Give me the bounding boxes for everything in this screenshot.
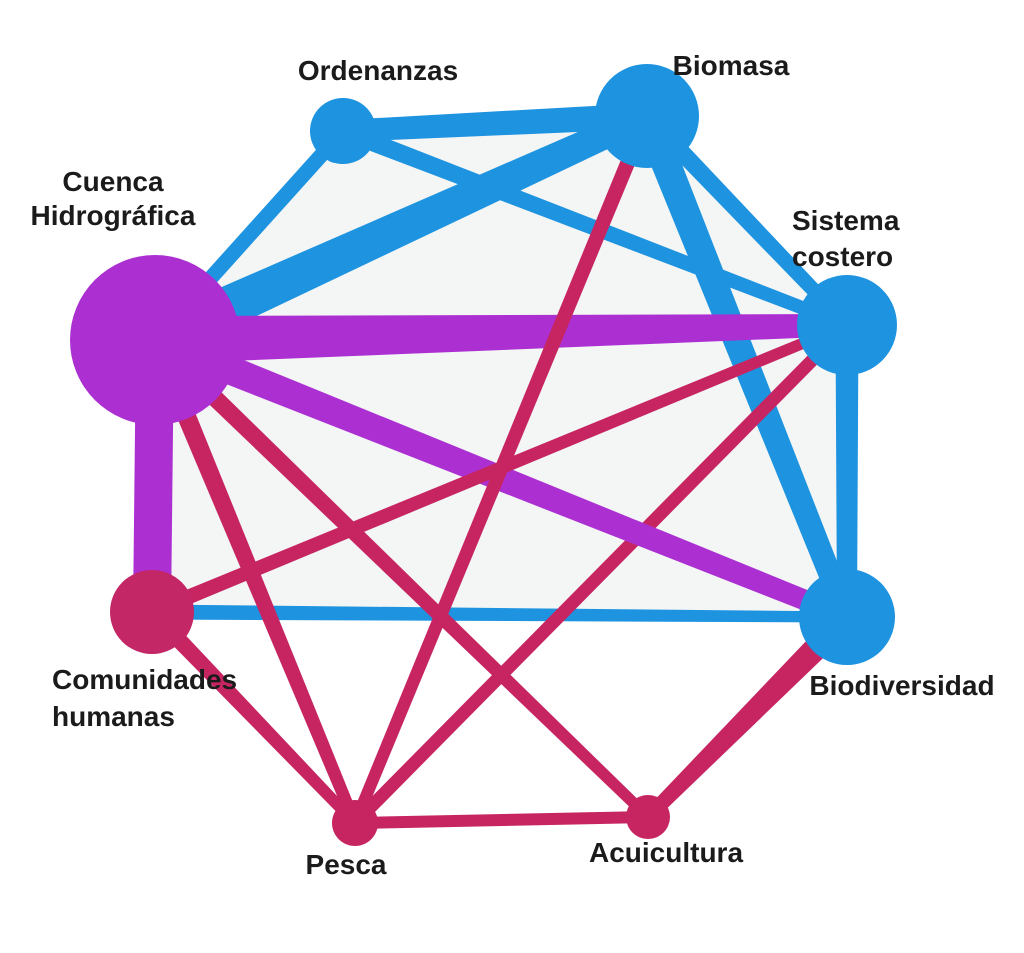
node-label-line: Biomasa (673, 50, 790, 81)
edge-acuicultura--biodiversidad (643, 607, 857, 822)
node-label-line: Acuicultura (589, 837, 743, 868)
node-label-line: Cuenca (62, 166, 164, 197)
node-label-line: Pesca (306, 849, 387, 880)
edge-biomasa--sistema-costero (640, 109, 853, 330)
node-sistema-costero (797, 275, 897, 375)
node-cuenca-hidrografica (70, 255, 240, 425)
node-label-pesca: Pesca (306, 849, 387, 880)
node-label-line: Biodiversidad (809, 670, 994, 701)
node-biomasa (595, 64, 699, 168)
node-label-acuicultura: Acuicultura (589, 837, 743, 868)
node-acuicultura (626, 795, 670, 839)
node-label-line: Comunidades (52, 664, 237, 695)
edge-comunidades-humanas--biodiversidad (151, 604, 847, 623)
node-label-line: Hidrográfica (31, 200, 196, 231)
node-label-line: humanas (52, 701, 175, 732)
node-label-line: costero (792, 241, 893, 272)
node-comunidades-humanas (110, 570, 194, 654)
node-label-comunidades-humanas: Comunidades humanas (52, 664, 237, 732)
node-label-biodiversidad: Biodiversidad (809, 670, 994, 701)
edge-cuenca-hidrografica--pesca (145, 336, 361, 826)
edge-cuenca-hidrografica--acuicultura (148, 333, 652, 821)
node-biodiversidad (799, 569, 895, 665)
node-label-sistema-costero: Sistema costero (792, 205, 900, 272)
node-label-ordenanzas: Ordenanzas (298, 55, 458, 86)
edge-cuenca-hidrografica--biomasa (145, 104, 653, 360)
edge-pesca--sistema-costero (350, 320, 852, 828)
edge-ordenanzas--biomasa (342, 103, 648, 142)
node-ordenanzas (310, 98, 376, 164)
edge-pesca--acuicultura (354, 811, 649, 829)
node-pesca (332, 800, 378, 846)
edge-cuenca-hidrografica--sistema-costero (154, 314, 848, 364)
edge-comunidades-humanas--sistema-costero (149, 319, 850, 619)
node-label-line: Sistema (792, 205, 900, 236)
node-label-biomasa: Biomasa (673, 50, 790, 81)
node-label-line: Ordenanzas (298, 55, 458, 86)
edge-comunidades-humanas--pesca (145, 606, 359, 827)
edge-sistema-costero--biodiversidad (835, 325, 859, 617)
